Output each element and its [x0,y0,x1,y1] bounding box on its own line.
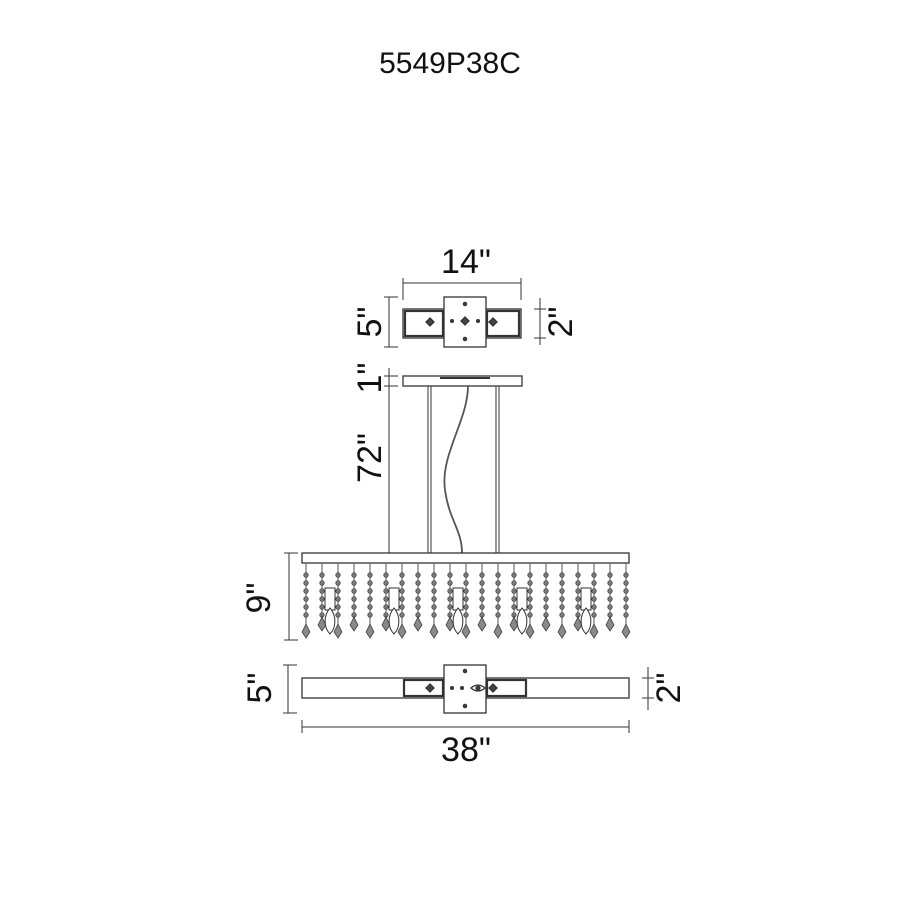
crystal-strand [477,563,487,632]
crystal-strand [621,563,631,639]
dim-canopy-thickness [384,368,398,388]
dim-label-body-height: 5" [241,673,279,704]
dim-label-body-width: 38" [441,731,491,769]
crystal-strand [573,563,583,632]
body-end-left [402,678,445,698]
crystal-strand [365,563,375,639]
crystal-strand [317,563,327,632]
model-number: 5549P38C [379,47,521,80]
body-end-right [485,678,528,698]
dim-canopy-height [384,296,398,348]
bulb [516,587,528,635]
dim-label-rod-length: 72" [351,433,389,483]
crystal-strand [397,563,407,639]
dim-canopy-width [402,278,522,300]
canopy-screw-right [488,317,498,327]
canopy-side-view [402,375,523,387]
dim-body-width [301,720,630,733]
crystal-strand [349,563,359,632]
crystal-strand [301,563,311,639]
fixture-bottom-view [301,664,630,714]
canopy-top-view [402,296,522,348]
dim-label-body-depth: 2" [650,673,688,704]
bulb [580,587,592,635]
canopy-dot [449,318,455,324]
dim-label-canopy-height: 5" [351,307,389,338]
crystal-strand [493,563,503,639]
crystal-strand [525,563,535,639]
dim-label-fixture-height: 9" [240,583,278,614]
canopy-end-left [403,309,445,338]
crystal-strand [461,563,471,639]
canopy-dot [475,318,481,324]
crystal-strand [589,563,599,639]
dim-body-height [283,664,297,714]
bulb [452,587,464,635]
dim-fixture-height [284,552,298,641]
crystal-strand [605,563,615,632]
canopy-dot [462,301,468,307]
bulb [388,587,400,635]
dim-label-canopy-thickness: 1" [351,363,389,394]
canopy-screw-center [460,316,470,326]
dim-label-canopy-depth: 2" [542,307,580,338]
crystal-strand [557,563,567,639]
crystal-strand [445,563,455,632]
canopy-dot [462,336,468,342]
dim-label-canopy-width: 14" [441,243,491,281]
dim-canopy-depth [534,298,546,345]
fixture-body-side [301,552,630,564]
canopy-end-right [485,309,521,338]
crystal-strand [541,563,551,632]
suspension-rods [427,385,500,554]
crystal-strand [509,563,519,632]
power-cord [443,385,469,554]
crystal-strand [429,563,439,639]
dim-body-depth [642,667,654,710]
canopy-screw-left [425,317,435,327]
crystal-strands [301,563,631,639]
bulb [324,587,336,635]
crystal-strand [333,563,343,639]
crystal-strand [413,563,423,632]
